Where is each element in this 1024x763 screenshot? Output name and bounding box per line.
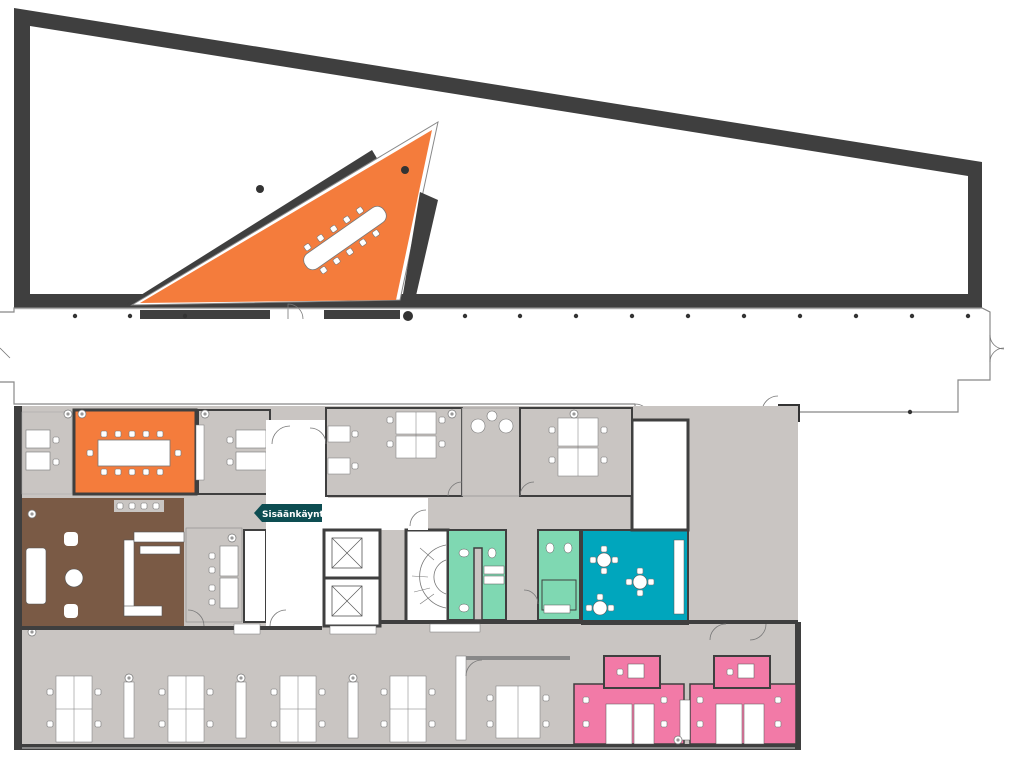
lounge-brown xyxy=(22,498,184,626)
upper-building-interior xyxy=(30,26,968,294)
plant-icon xyxy=(27,509,37,519)
upper-building xyxy=(14,8,982,308)
corridor-north-wall-left xyxy=(140,310,270,319)
elevator-icon xyxy=(331,537,363,569)
plant-icon xyxy=(447,409,457,419)
door-swing-icon xyxy=(465,659,483,677)
column-icon xyxy=(256,185,264,193)
door-swing-icon xyxy=(309,427,327,445)
desk-cluster-5 xyxy=(486,685,550,739)
focus-booths-pink xyxy=(573,655,797,745)
desk-cluster-3 xyxy=(270,675,326,743)
door-swing-icon xyxy=(447,481,535,497)
desk-cluster-1 xyxy=(46,675,102,743)
door-swing-icon xyxy=(0,347,11,359)
door-swing-icon xyxy=(271,425,291,445)
triangular-meeting-room xyxy=(125,120,439,306)
lower-wing-south-wall xyxy=(14,744,800,750)
plant-icon xyxy=(569,409,579,419)
plant-icon xyxy=(348,673,358,683)
restrooms-east xyxy=(537,529,581,621)
plant-icon xyxy=(200,409,210,419)
column-icon xyxy=(403,311,413,321)
door-swing-icon xyxy=(709,623,767,641)
lower-office-wing: Sisäänkäynti xyxy=(14,406,801,750)
plant-icon xyxy=(77,409,87,419)
toilet-icon xyxy=(563,542,573,554)
meeting-table xyxy=(86,430,182,476)
toilet-icon xyxy=(458,548,470,558)
plant-icon xyxy=(63,409,73,419)
toilet-icon xyxy=(487,547,497,559)
plant-icon xyxy=(236,673,246,683)
plant-icon xyxy=(227,533,237,543)
toilet-icon xyxy=(458,603,470,613)
restrooms-west xyxy=(447,529,507,621)
desk-cluster-4 xyxy=(380,675,436,743)
triangle-room-floor xyxy=(140,130,432,303)
triangle-room-east-wall xyxy=(402,192,438,300)
door-swing-icon xyxy=(523,589,539,605)
elevator-icon xyxy=(331,585,363,617)
triangle-room-wall xyxy=(125,150,378,305)
door-swing-icon xyxy=(989,334,1005,363)
entrance-sign: Sisäänkäynti xyxy=(254,504,327,522)
entrance-label: Sisäänkäynti xyxy=(262,510,327,520)
desk-cluster-2 xyxy=(158,675,214,743)
lower-wing-west-wall xyxy=(14,406,22,750)
spiral-stair-icon xyxy=(404,528,450,624)
lower-wing-east-wall xyxy=(795,622,801,750)
elevator-core xyxy=(322,528,382,628)
door-swing-icon xyxy=(409,509,427,527)
corridor-north-wall-right xyxy=(324,310,400,319)
toilet-icon xyxy=(545,542,555,554)
glass-corridor xyxy=(0,307,1005,422)
column-icon xyxy=(401,166,409,174)
meeting-table-diagonal xyxy=(303,205,387,275)
cafe-teal xyxy=(581,529,689,625)
door-swing-icon xyxy=(187,609,287,627)
plant-icon xyxy=(673,735,683,745)
corridor-columns xyxy=(72,313,971,415)
plant-icon xyxy=(124,673,134,683)
